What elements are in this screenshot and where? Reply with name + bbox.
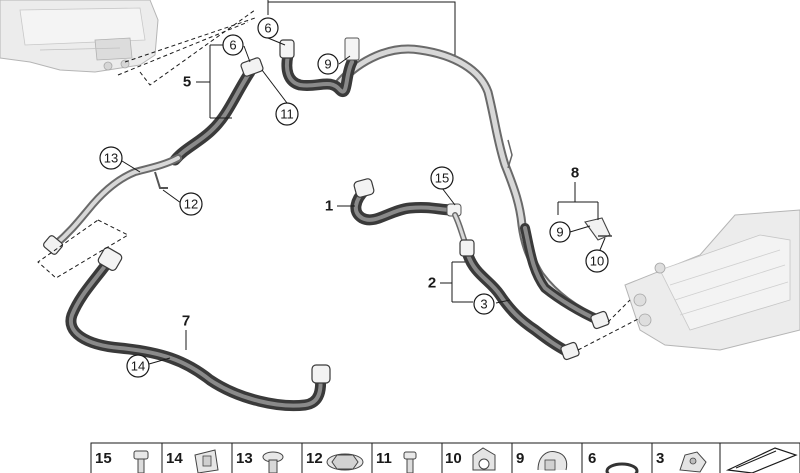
screw-icon [403,451,417,473]
upper-component-housing [0,0,159,73]
leader-lines [121,0,606,365]
parts-strip-label-15: 15 [95,450,112,467]
coolant-pipe-main [335,44,605,325]
parts-strip-label-13: 13 [236,450,253,467]
callout-9-right: 9 [549,221,571,243]
svg-text:3: 3 [480,297,487,312]
svg-text:13: 13 [104,151,118,166]
dashed-connection-lines [37,9,641,351]
coolant-hose-2 [452,212,580,361]
coolant-hose-lower-right [520,223,610,330]
callout-3: 3 [473,293,495,315]
callout-7: 7 [182,313,190,330]
svg-text:12: 12 [184,197,198,212]
callout-6-top: 6 [257,17,279,39]
bracket-clip-icon [537,451,568,471]
callout-1: 1 [325,198,333,215]
coolant-hose-5 [169,57,264,166]
svg-text:6: 6 [264,21,271,36]
clip-icon [194,449,219,473]
callout-12: 12 [179,192,203,216]
coolant-hose-7 [65,247,331,412]
svg-text:9: 9 [556,225,563,240]
parts-strip-label-11: 11 [376,450,392,467]
spring-clip-icon [679,451,707,473]
callout-14: 14 [126,354,150,378]
svg-text:9: 9 [324,57,331,72]
parts-strip-label-3: 3 [656,450,664,467]
o-ring-icon [605,462,639,473]
parts-strip-label-9: 9 [516,450,524,467]
callout-10: 10 [585,249,609,273]
lower-component-housing [624,209,800,351]
coolant-pipe-13 [42,154,182,255]
parts-strip-label-10: 10 [445,450,462,467]
parts-strip-label-12: 12 [306,450,323,467]
callout-9-top: 9 [317,53,339,75]
callout-5: 5 [183,74,191,91]
parts-strip: 15 14 13 12 11 10 [90,442,800,473]
parts-strip-label-6: 6 [588,450,596,467]
svg-text:11: 11 [280,107,294,122]
callout-2: 2 [428,275,436,292]
part-number-pictogram-icon [725,447,798,473]
svg-text:6: 6 [229,38,236,53]
bolt-icon [133,450,149,473]
coolant-hose-1 [350,178,462,226]
svg-text:14: 14 [131,359,145,374]
svg-text:15: 15 [435,171,449,186]
hose-clamp-icon [472,447,496,471]
callout-15: 15 [430,166,454,190]
expanding-rivet-icon [262,451,284,473]
parts-strip-label-14: 14 [166,450,183,467]
hex-nut-icon [326,453,364,471]
callout-labels: 1 2 5 7 8 3 6 6 9 9 10 [99,17,609,378]
callout-6-left: 6 [222,34,244,56]
svg-text:10: 10 [590,254,604,269]
callout-13: 13 [99,146,123,170]
callout-8: 8 [571,165,579,182]
bracket-assembly [507,139,612,241]
callout-11: 11 [275,102,299,126]
